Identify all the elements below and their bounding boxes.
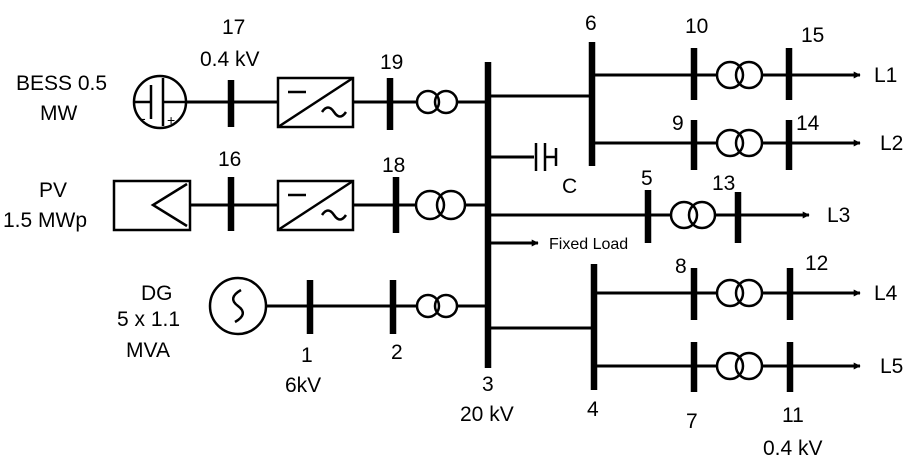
bus-13-label: 13 bbox=[712, 172, 735, 195]
capacitor-branch bbox=[488, 143, 558, 171]
load-l5-label: L5 bbox=[880, 355, 903, 378]
l1-branch bbox=[592, 48, 861, 100]
bus-19-label: 19 bbox=[380, 51, 403, 74]
bus-6-label: 6 bbox=[585, 12, 597, 35]
bus-4-label: 4 bbox=[587, 398, 599, 421]
transformer-icon bbox=[715, 278, 764, 308]
bus-8-label: 8 bbox=[675, 255, 687, 278]
dg-name-label: DG bbox=[141, 282, 173, 305]
bus-1-voltage: 6kV bbox=[285, 374, 321, 397]
l2-branch bbox=[592, 120, 861, 170]
bus-15-label: 15 bbox=[801, 24, 824, 47]
bus-10-label: 10 bbox=[685, 15, 708, 38]
transformer-icon bbox=[669, 200, 717, 230]
load-l3-label: L3 bbox=[827, 204, 850, 227]
capacitor-label: C bbox=[562, 175, 577, 198]
transformer-icon bbox=[715, 351, 764, 381]
l4-branch bbox=[594, 268, 861, 320]
bus-9-label: 9 bbox=[672, 112, 684, 135]
dg-unit-label: MVA bbox=[126, 339, 170, 362]
load-l1-label: L1 bbox=[874, 64, 897, 87]
bus-3-voltage: 20 kV bbox=[460, 403, 514, 426]
bus-17-label: 17 bbox=[222, 16, 245, 39]
pv-name-label: PV bbox=[39, 179, 67, 202]
transformer-icon bbox=[715, 60, 764, 90]
dg-rating-label: 5 x 1.1 bbox=[117, 308, 180, 331]
transformer-icon bbox=[415, 293, 459, 319]
transformer-icon bbox=[415, 89, 459, 115]
bess-minus-sign: - bbox=[141, 110, 146, 126]
bus-1-label: 1 bbox=[301, 344, 313, 367]
fixed-load-label: Fixed Load bbox=[549, 236, 628, 253]
l3-branch bbox=[488, 190, 810, 243]
bus-5-label: 5 bbox=[641, 167, 653, 190]
transformer-icon bbox=[715, 128, 764, 158]
bus-12-label: 12 bbox=[805, 252, 828, 275]
transformer-icon bbox=[414, 189, 467, 221]
dg-branch bbox=[208, 276, 488, 336]
bess-branch: - + bbox=[132, 74, 488, 130]
pv-rating-label: 1.5 MWp bbox=[3, 209, 87, 232]
l5-branch bbox=[594, 342, 861, 392]
load-l2-label: L2 bbox=[880, 132, 903, 155]
bus-7-label: 7 bbox=[686, 410, 698, 433]
load-l4-label: L4 bbox=[874, 282, 898, 305]
bus-16-label: 16 bbox=[218, 148, 241, 171]
bus-17-voltage: 0.4 kV bbox=[200, 48, 260, 71]
bus-3-label: 3 bbox=[482, 373, 494, 396]
pv-branch bbox=[112, 177, 488, 233]
bus-14-label: 14 bbox=[796, 112, 820, 135]
bess-unit-label: MW bbox=[40, 102, 77, 125]
bess-name-label: BESS 0.5 bbox=[16, 72, 107, 95]
bess-plus-sign: + bbox=[167, 112, 175, 128]
bus-11-voltage: 0.4 kV bbox=[763, 437, 823, 460]
bus-2-label: 2 bbox=[391, 341, 403, 364]
bus-11-label: 11 bbox=[782, 404, 804, 427]
bus-18-label: 18 bbox=[382, 154, 405, 177]
